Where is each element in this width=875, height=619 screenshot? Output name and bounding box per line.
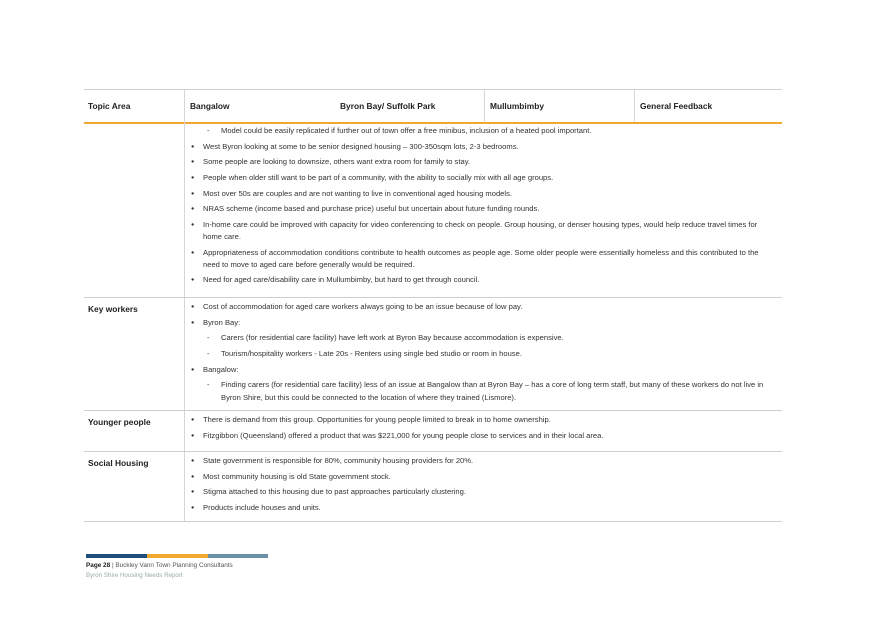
list-item: Carers (for residential care facility) h… xyxy=(189,332,769,345)
list-item: Cost of accommodation for aged care work… xyxy=(189,301,769,314)
header-byron-bay: Byron Bay/ Suffolk Park xyxy=(340,101,436,111)
row-topic: Social Housing xyxy=(88,458,149,468)
row-topic: Key workers xyxy=(88,304,138,314)
table-row: Younger people There is demand from this… xyxy=(84,411,782,452)
footer-bar-orange xyxy=(147,554,208,558)
row-content: There is demand from this group. Opportu… xyxy=(189,414,769,445)
table-header: Topic Area Bangalow Byron Bay/ Suffolk P… xyxy=(84,89,782,124)
header-mullumbimby: Mullumbimby xyxy=(490,101,544,111)
list-item: West Byron looking at some to be senior … xyxy=(189,141,769,154)
list-item: State government is responsible for 80%,… xyxy=(189,455,769,468)
list-item: Stigma attached to this housing due to p… xyxy=(189,486,769,499)
firm-name: | Buckley Vann Town Planning Consultants xyxy=(110,562,233,569)
list-item: Products include houses and units. xyxy=(189,502,769,515)
footer-bar-navy xyxy=(86,554,147,558)
list-item: In-home care could be improved with capa… xyxy=(189,219,769,243)
row-topic: Younger people xyxy=(88,417,151,427)
list-item: Finding carers (for residential care fac… xyxy=(189,379,769,403)
report-title: Byron Shire Housing Needs Report xyxy=(86,572,183,579)
table-row: Model could be easily replicated if furt… xyxy=(84,122,782,298)
row-content: State government is responsible for 80%,… xyxy=(189,455,769,518)
list-item: Most over 50s are couples and are not wa… xyxy=(189,188,769,201)
header-topic-area: Topic Area xyxy=(88,101,131,111)
list-item: Most community housing is old State gove… xyxy=(189,471,769,484)
list-item: Appropriateness of accommodation conditi… xyxy=(189,247,769,271)
table-row: Key workers Cost of accommodation for ag… xyxy=(84,298,782,411)
list-item: Some people are looking to downsize, oth… xyxy=(189,156,769,169)
footer-page-line: Page 28 | Buckley Vann Town Planning Con… xyxy=(86,562,233,569)
footer-bar-slate xyxy=(208,554,268,558)
header-general-feedback: General Feedback xyxy=(640,101,713,111)
list-item: There is demand from this group. Opportu… xyxy=(189,414,769,427)
list-item: Fitzgibbon (Queensland) offered a produc… xyxy=(189,430,769,443)
row-content: Model could be easily replicated if furt… xyxy=(189,125,769,290)
list-item: NRAS scheme (income based and purchase p… xyxy=(189,203,769,216)
list-item: People when older still want to be part … xyxy=(189,172,769,185)
list-item: Bangalow: xyxy=(189,364,769,377)
list-item: Byron Bay: xyxy=(189,317,769,330)
table-row: Social Housing State government is respo… xyxy=(84,452,782,522)
header-bangalow: Bangalow xyxy=(190,101,230,111)
list-item: Need for aged care/disability care in Mu… xyxy=(189,274,769,287)
page-number: Page 28 xyxy=(86,562,111,569)
row-content: Cost of accommodation for aged care work… xyxy=(189,301,769,407)
list-item: Model could be easily replicated if furt… xyxy=(189,125,769,138)
list-item: Tourism/hospitality workers - Late 20s -… xyxy=(189,348,769,361)
